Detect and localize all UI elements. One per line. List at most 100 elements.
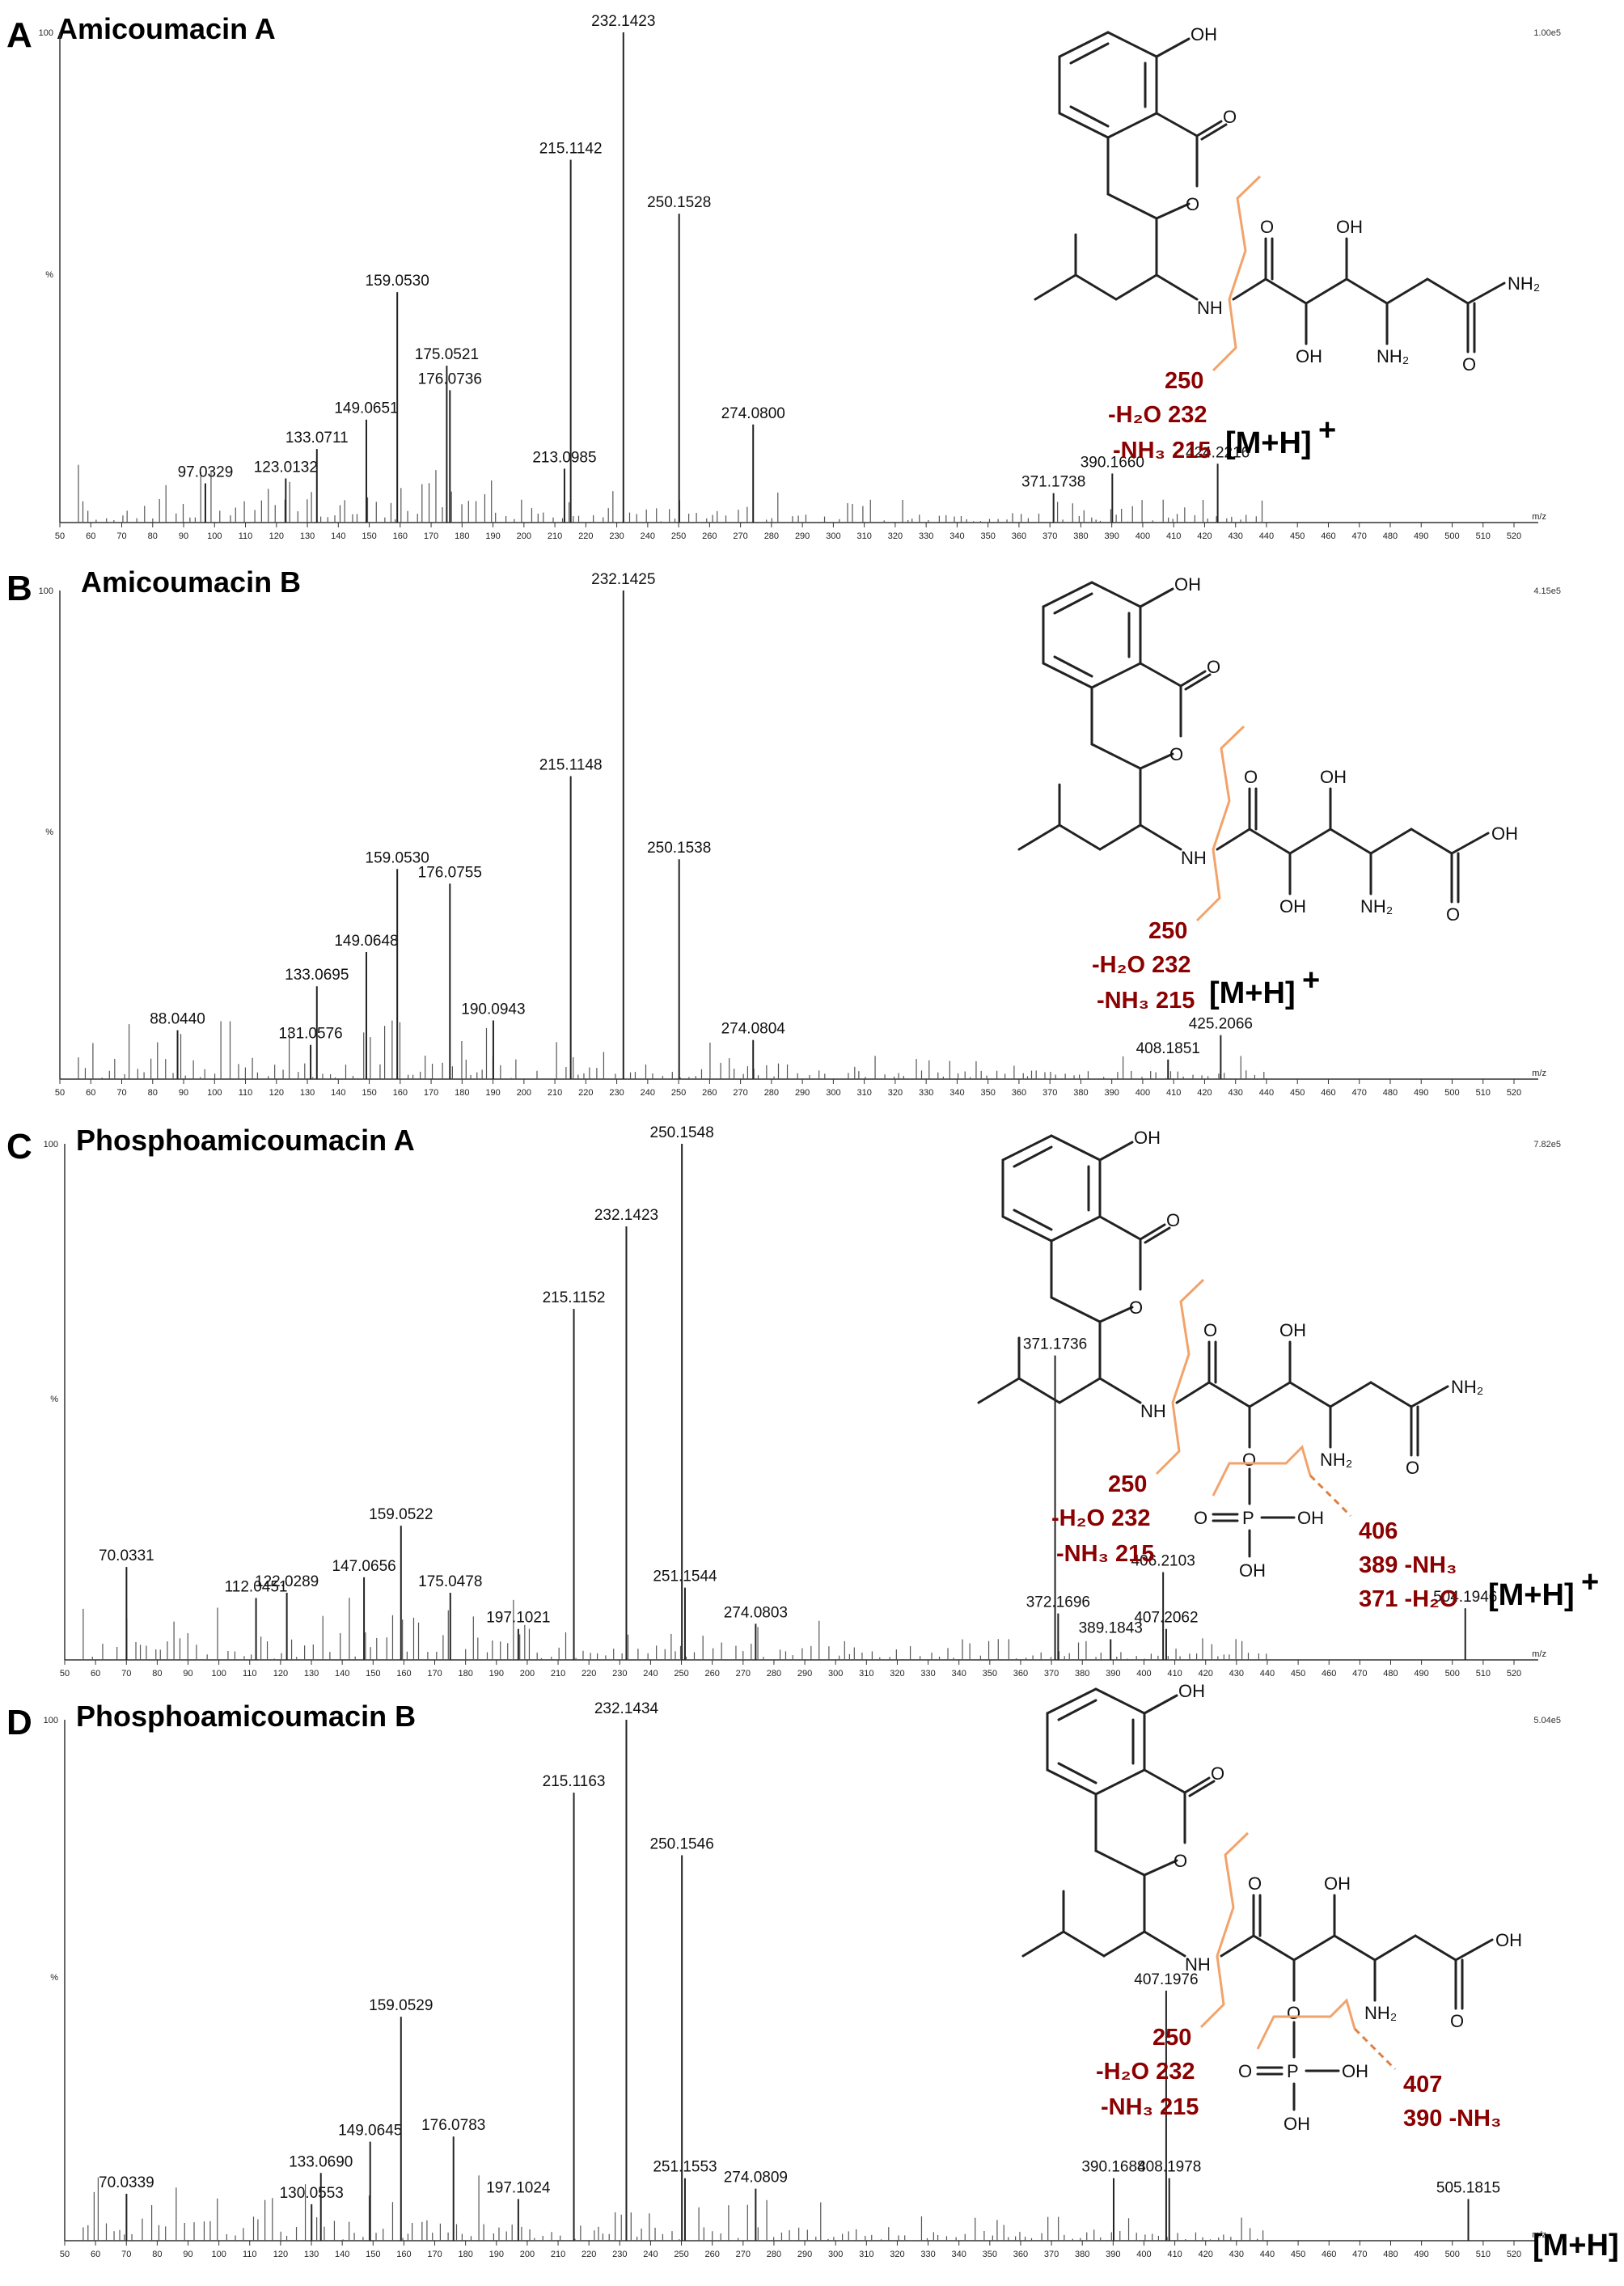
atom-p-oh: OH [1297,1508,1324,1528]
atom-oh: OH [1174,574,1201,595]
x-tick-label: 90 [179,1088,188,1098]
peak-label: 424.2216 [1186,444,1250,461]
x-tick-label: 260 [705,1669,720,1679]
bond [1292,1934,1336,1962]
x-tick-label: 470 [1352,2250,1367,2259]
x-tick-label: 310 [856,1088,871,1098]
bond [1017,1377,1061,1404]
bond [1090,662,1142,689]
cleavage-line [1195,725,1245,922]
bond [1410,828,1453,855]
fragment-215: -NH₃ 215 [1101,2094,1199,2120]
x-tick-label: 470 [1352,1088,1367,1098]
bond [1232,277,1267,301]
bond [1155,202,1191,220]
y-max-label: 100 [44,1716,58,1725]
bond [1466,282,1506,305]
x-tick-label: 290 [795,531,810,541]
x-tick-label: 440 [1260,1669,1275,1679]
panel-title: Phosphoamicoumacin B [76,1700,416,1733]
bond [1090,581,1142,608]
x-tick-label: 240 [641,1088,655,1098]
bond [1094,1849,1146,1877]
x-tick-label: 180 [455,531,469,541]
bond [1058,112,1110,139]
x-tick-label: 70 [116,531,126,541]
x-tick-label: 200 [520,2250,535,2259]
x-tick-label: 340 [949,1088,964,1098]
y-mid-label: % [50,1973,58,1983]
x-tick-label: 100 [207,531,222,541]
x-tick-label: 170 [424,531,438,541]
peak-label: 190.0943 [461,1001,525,1018]
x-tick-label: 230 [612,2250,627,2259]
peak-label: 175.0478 [418,1573,482,1590]
x-tick-label: 290 [797,2250,812,2259]
x-tick-label: 90 [183,1669,192,1679]
fragment-a: 407 [1403,2072,1442,2098]
bond [1179,670,1207,688]
bond [1098,823,1142,851]
bond [1001,1134,1053,1162]
atom-oh-low: OH [1279,896,1306,917]
bond [1106,31,1158,58]
bond [1094,1768,1146,1796]
atom-o-amide: O [1203,1320,1217,1340]
atom-nh: NH [1185,1954,1211,1975]
peak-label: 149.0651 [334,400,398,417]
x-tick-label: 400 [1136,1088,1150,1098]
x-tick-label: 500 [1445,1669,1460,1679]
x-tick-label: 520 [1507,2250,1521,2259]
bond [1155,273,1199,301]
bond [1385,277,1429,305]
fragment-232: -H₂O 232 [1092,952,1191,978]
fragment-c: 371 -H₂O [1359,1586,1458,1612]
atom-p-oh2: OH [1284,2114,1310,2134]
panel-letter: D [6,1703,32,1742]
bond [977,1377,1021,1404]
x-tick-label: 310 [859,1669,873,1679]
atom-p-o: O [1194,1508,1207,1528]
x-tick-label: 430 [1229,1669,1244,1679]
atom-nh2: NH₂ [1360,896,1393,917]
bond [1333,1934,1377,1962]
x-tick-label: 510 [1476,2250,1491,2259]
x-tick-label: 410 [1166,1088,1181,1098]
bond [1102,1930,1146,1958]
x-tick-label: 320 [888,531,903,541]
atom-o-ring: O [1186,194,1199,214]
x-tick-label: 330 [919,531,933,541]
atom-oh: OH [1178,1681,1205,1701]
peak-label: 130.0553 [280,2185,344,2202]
x-tick-label: 360 [1013,2250,1028,2259]
x-tick-label: 90 [179,531,188,541]
bond [1058,823,1102,851]
x-tick-label: 360 [1012,1088,1026,1098]
x-tick-label: 460 [1322,1669,1336,1679]
bond [1069,42,1110,65]
bond [1053,655,1093,678]
bond [1050,1215,1102,1242]
x-tick-label: 380 [1075,2250,1089,2259]
x-tick-label: 80 [152,1669,162,1679]
x-tick-label: 350 [980,531,995,541]
x-tick-label: 120 [269,531,284,541]
x-tick-label: 60 [86,531,95,541]
x-tick-label: 60 [91,1669,100,1679]
bond [1345,277,1389,305]
x-tick-label: 310 [859,2250,873,2259]
x-tick-label: 460 [1321,531,1335,541]
peak-label: 123.0132 [254,459,318,476]
x-tick-label: 430 [1229,1088,1243,1098]
bond [1017,823,1061,851]
x-tick-label: 400 [1136,1669,1151,1679]
bond [1139,662,1182,688]
fragment-250: 250 [1165,368,1203,394]
atom-o-amide: O [1260,217,1274,237]
fragment-250: 250 [1108,1471,1147,1497]
x-axis-unit: m/z [1532,512,1546,522]
x-tick-label: 340 [952,1669,966,1679]
